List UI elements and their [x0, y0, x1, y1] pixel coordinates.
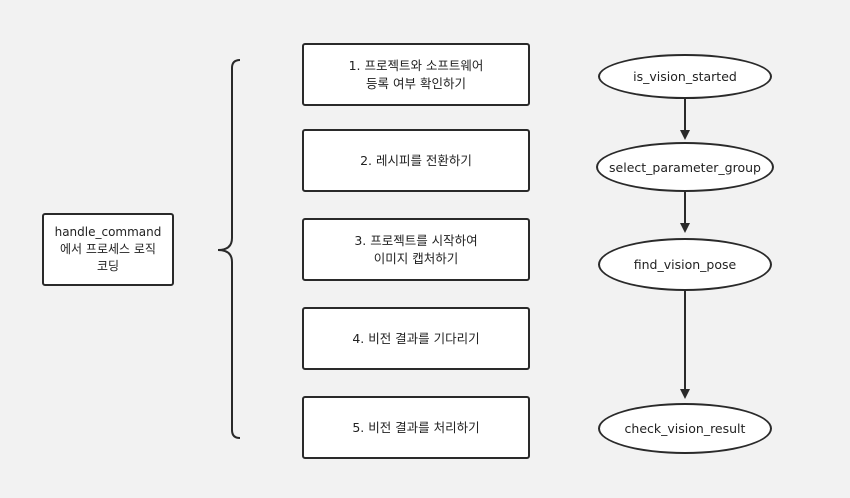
step-box-1: 1. 프로젝트와 소프트웨어 등록 여부 확인하기: [302, 43, 530, 106]
step-box-4: 4. 비전 결과를 기다리기: [302, 307, 530, 370]
curly-brace: [217, 59, 241, 439]
oval-label: check_vision_result: [624, 421, 746, 436]
oval-label: find_vision_pose: [633, 257, 737, 272]
oval-find-vision-pose: find_vision_pose: [598, 238, 772, 291]
oval-select-parameter-group: select_parameter_group: [596, 142, 774, 192]
oval-is-vision-started: is_vision_started: [598, 54, 772, 99]
handler-box: handle_command 에서 프로세스 로직 코딩: [42, 213, 174, 286]
step-5-line-1: 5. 비전 결과를 처리하기: [352, 419, 480, 435]
step-2-line-1: 2. 레시피를 전환하기: [360, 152, 472, 168]
handler-line-1: handle_command: [54, 225, 162, 239]
step-box-3: 3. 프로젝트를 시작하여 이미지 캡처하기: [302, 218, 530, 281]
step-3-line-2: 이미지 캡처하기: [373, 250, 459, 266]
step-box-5: 5. 비전 결과를 처리하기: [302, 396, 530, 459]
step-4-line-1: 4. 비전 결과를 기다리기: [352, 330, 480, 346]
step-1-line-2: 등록 여부 확인하기: [366, 75, 466, 91]
step-1-line-1: 1. 프로젝트와 소프트웨어: [348, 57, 484, 73]
oval-label: select_parameter_group: [609, 159, 761, 175]
oval-check-vision-result: check_vision_result: [598, 403, 772, 454]
step-3-line-1: 3. 프로젝트를 시작하여: [354, 232, 478, 248]
step-box-2: 2. 레시피를 전환하기: [302, 129, 530, 192]
oval-label: is_vision_started: [633, 69, 737, 84]
handler-line-3: 코딩: [96, 259, 120, 273]
handler-line-2: 에서 프로세스 로직: [60, 242, 156, 256]
